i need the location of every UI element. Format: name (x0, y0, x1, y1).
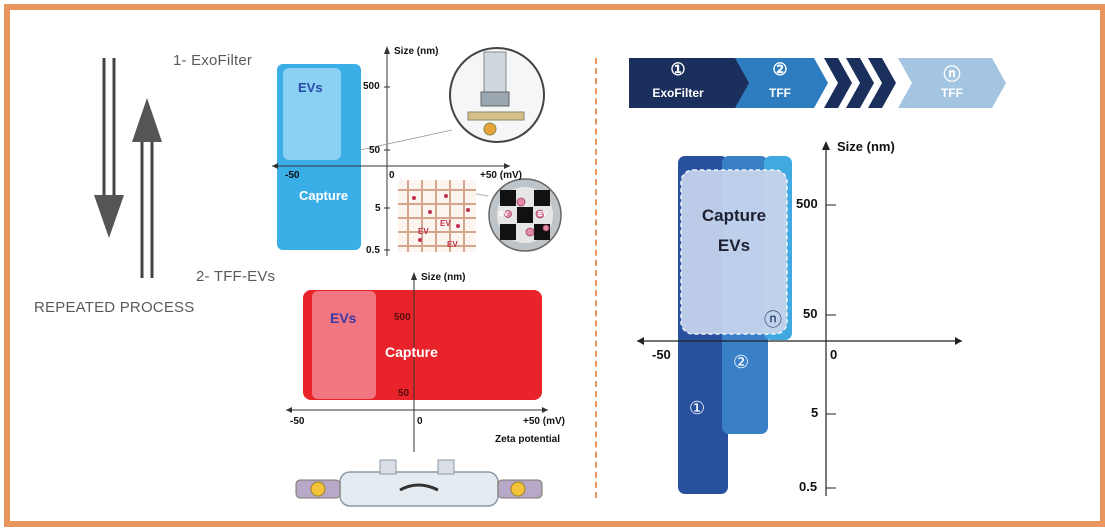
capture-evs-box (680, 169, 788, 335)
box-2-marker: ② (733, 352, 750, 372)
step-2-chevron (735, 58, 828, 108)
bottom-chart (286, 272, 548, 452)
top-chart (272, 46, 510, 256)
zeta-potential-label: Zeta potential (495, 434, 561, 445)
top-x-tick: 0 (389, 170, 395, 181)
step-1-number: ① (670, 60, 686, 79)
step1-label: 1- ExoFilter (173, 52, 253, 69)
step-1-label: ExoFilter (652, 86, 704, 100)
continuation-chevrons-icon (824, 58, 896, 108)
bottom-y-tick: 50 (398, 388, 410, 399)
top-x-tick: -50 (285, 170, 300, 181)
bottom-x-tick: -50 (290, 416, 305, 427)
bottom-capture-label: Capture (385, 344, 438, 360)
bottom-x-tick: +50 (mV) (523, 416, 565, 427)
top-evs-box (283, 68, 341, 160)
step-n-number: ⓝ (943, 65, 961, 84)
top-evs-label: EVs (298, 80, 323, 95)
pore-ev-label: EV (499, 211, 509, 218)
step2-label: 2- TFF-EVs (196, 268, 276, 285)
step-1-chevron (629, 58, 752, 108)
right-x-tick: -50 (652, 347, 671, 362)
step-n-chevron (898, 58, 1006, 108)
top-y-tick: 50 (369, 145, 381, 156)
top-y-tick: 0.5 (366, 245, 380, 256)
right-y-tick: 5 (811, 405, 819, 420)
box-n-marker: ⓝ (764, 310, 782, 330)
right-y-tick: 50 (803, 306, 818, 321)
mesh-ev-label: EV (440, 219, 451, 228)
pore-ev-label: EV (538, 211, 548, 218)
top-x-tick: +50 (mV) (480, 170, 522, 181)
down-arrow-icon (94, 58, 124, 238)
mesh-ev-label: EV (447, 240, 458, 249)
bottom-x-tick: 0 (417, 416, 423, 427)
top-capture-label: Capture (299, 188, 349, 203)
bottom-evs-box (312, 291, 376, 399)
bottom-y-tick: 500 (394, 312, 411, 323)
box-1-marker: ① (689, 398, 706, 418)
right-y-tick: 0.5 (799, 479, 818, 494)
syringe-filter-illustration (449, 47, 545, 143)
top-y-axis-label: Size (nm) (394, 46, 439, 57)
evs-label: EVs (717, 236, 751, 255)
tff-cartridge-illustration (295, 459, 543, 507)
bottom-y-axis-label: Size (nm) (421, 272, 466, 283)
pore-capture-illustration (488, 178, 562, 252)
step-2-label: TFF (769, 86, 791, 100)
top-y-tick: 5 (375, 203, 381, 214)
step-2-number: ② (772, 60, 788, 79)
panel-divider (595, 58, 597, 498)
top-y-tick: 500 (363, 81, 380, 92)
repeated-process-label: REPEATED PROCESS (34, 299, 195, 316)
membrane-mesh-illustration (398, 180, 476, 252)
up-arrow-icon (132, 98, 162, 278)
right-x-tick: 0 (830, 347, 838, 362)
step-n-label: TFF (941, 86, 963, 100)
right-y-axis-label: Size (nm) (837, 139, 895, 154)
bottom-evs-label: EVs (330, 310, 357, 326)
right-y-tick: 500 (796, 196, 818, 211)
capture-label: Capture (701, 206, 767, 225)
mesh-ev-label: EV (418, 227, 429, 236)
